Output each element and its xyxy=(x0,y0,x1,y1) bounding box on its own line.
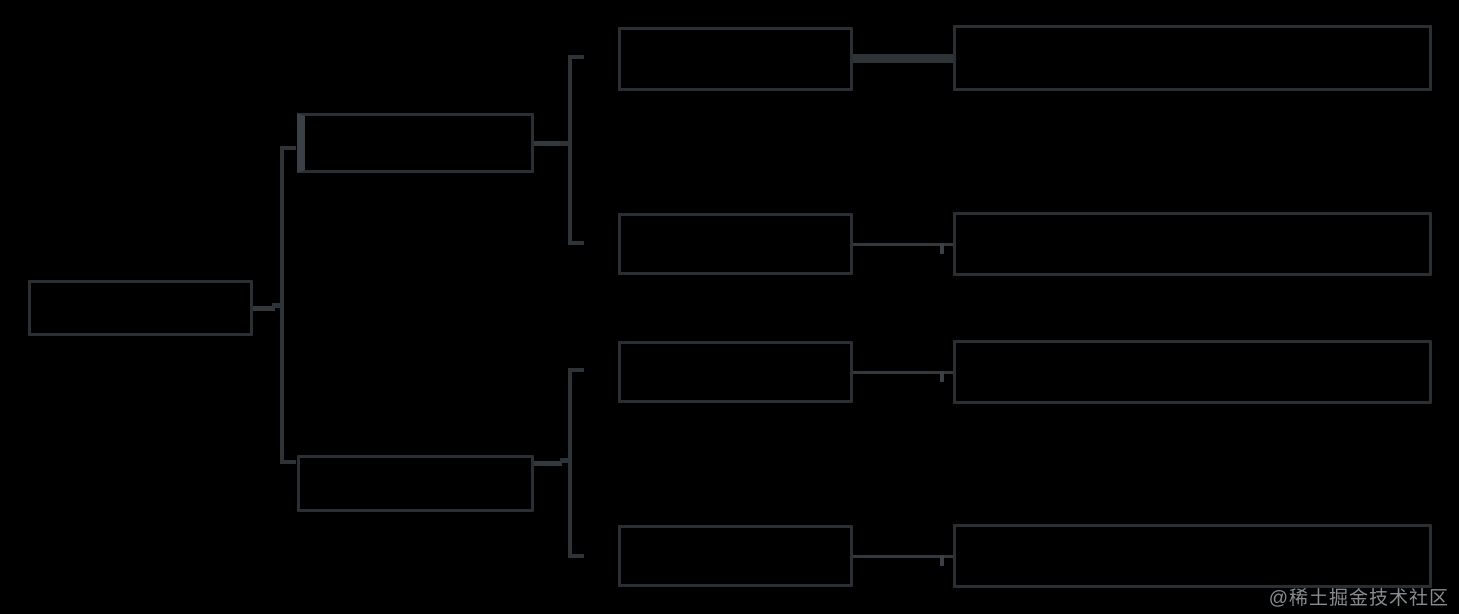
leaf-4-connector-arrow-icon xyxy=(940,555,944,566)
main-bracket xyxy=(272,146,298,464)
branch-1-bracket-stem xyxy=(560,141,570,146)
branch-node-2[interactable] xyxy=(297,455,534,512)
leaf-node-3[interactable] xyxy=(618,341,853,403)
branch-1-bracket-spine xyxy=(568,55,572,245)
root-stem-connector xyxy=(253,306,275,311)
leaf-node-1[interactable] xyxy=(618,27,853,91)
branch-1-bracket xyxy=(560,55,586,245)
branch-1-stem-connector xyxy=(534,141,562,146)
main-bracket-cap-top xyxy=(280,146,296,150)
leaf-3-connector-arrow-icon xyxy=(940,371,944,382)
leaf-3-detail-connector xyxy=(853,371,953,374)
detail-node-3[interactable] xyxy=(953,340,1432,404)
branch-node-1[interactable] xyxy=(297,113,534,173)
leaf-node-4[interactable] xyxy=(618,525,853,587)
branch-2-stem-connector xyxy=(534,461,562,466)
branch-2-bracket-cap-bottom xyxy=(568,554,584,558)
leaf-4-detail-connector xyxy=(853,555,953,558)
branch-2-bracket xyxy=(560,368,586,558)
branch-2-bracket-stem xyxy=(560,458,570,463)
branch-1-bracket-cap-top xyxy=(568,55,584,59)
detail-node-2[interactable] xyxy=(953,212,1432,276)
main-bracket-stem xyxy=(272,303,282,308)
leaf-2-connector-arrow-icon xyxy=(940,243,944,254)
detail-node-1[interactable] xyxy=(953,25,1432,91)
leaf-2-detail-connector xyxy=(853,243,953,246)
branch-2-bracket-cap-top xyxy=(568,368,584,372)
main-bracket-spine xyxy=(280,146,284,464)
detail-node-4[interactable] xyxy=(953,524,1432,588)
main-bracket-cap-bottom xyxy=(280,460,296,464)
root-node[interactable] xyxy=(28,280,253,336)
branch-2-bracket-spine xyxy=(568,368,572,558)
leaf-node-2[interactable] xyxy=(618,213,853,275)
watermark: @稀土掘金技术社区 xyxy=(1268,588,1449,609)
leaf-1-detail-connector xyxy=(853,54,953,63)
branch-1-bracket-cap-bottom xyxy=(568,241,584,245)
